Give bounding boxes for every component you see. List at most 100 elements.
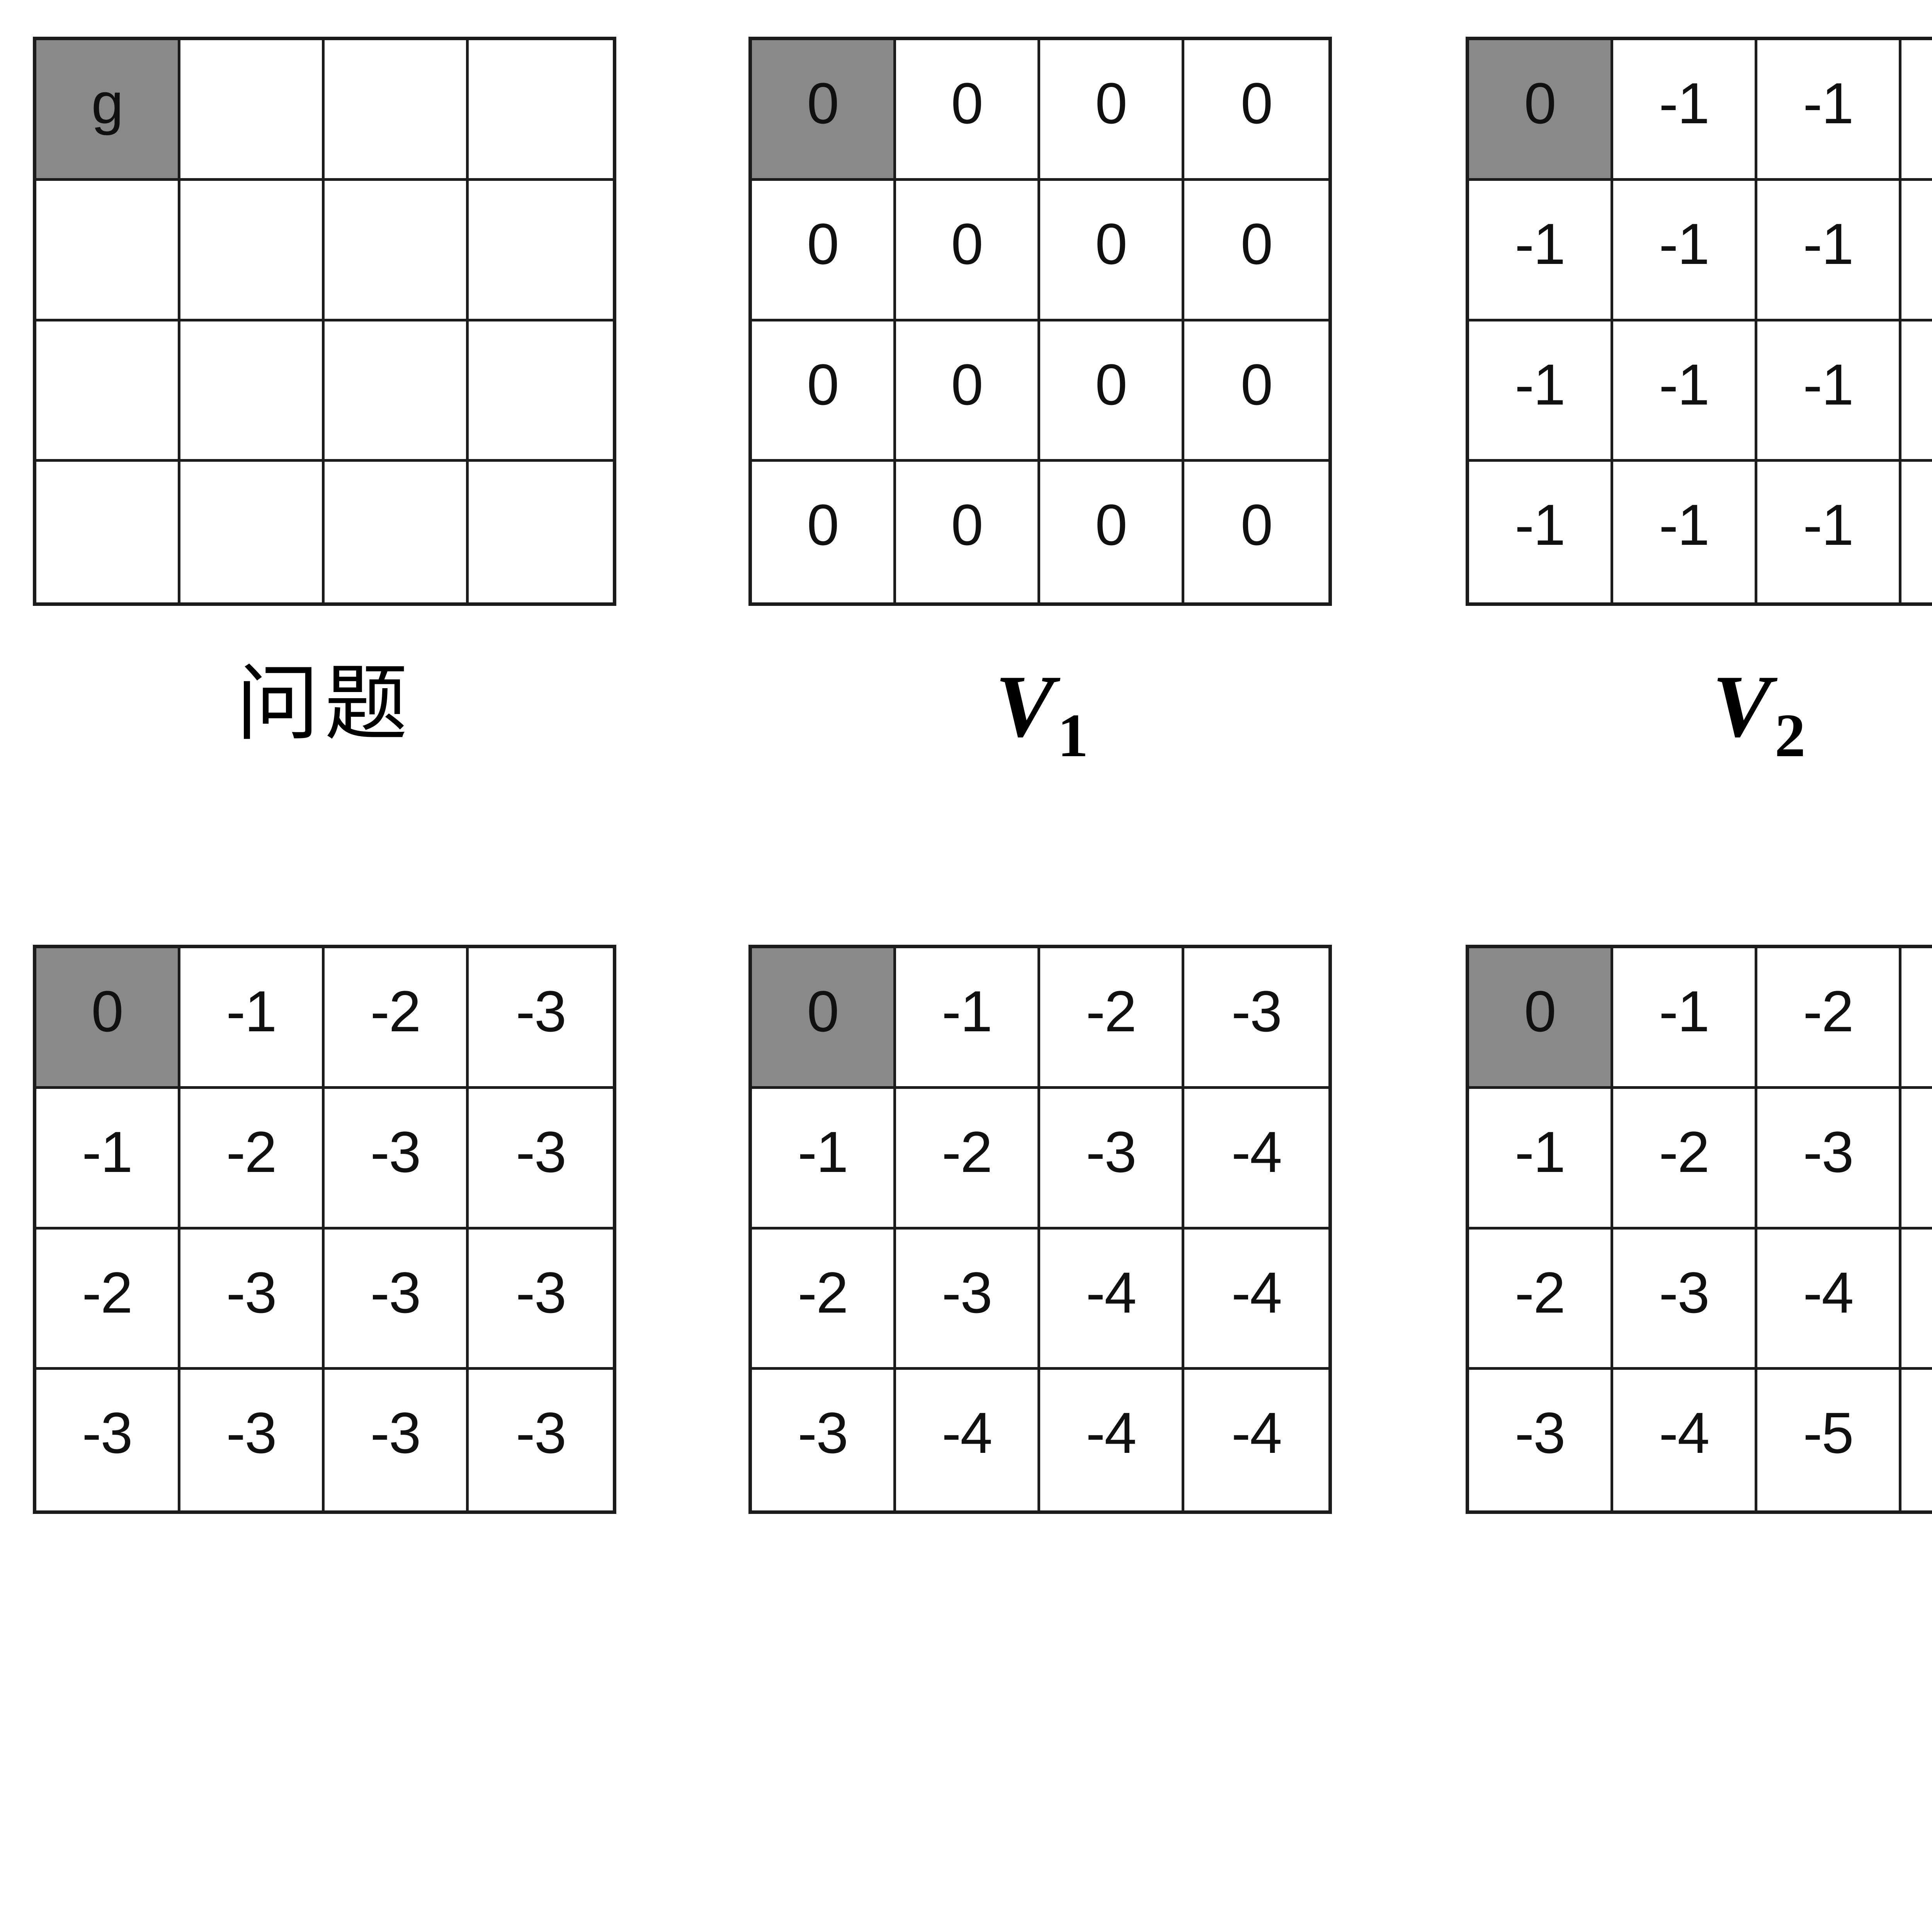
grid-cell: -2 — [36, 1229, 180, 1370]
grid-cell: 0 — [896, 180, 1040, 321]
cell-value: -2 — [1659, 1119, 1709, 1184]
grid-cell: -4 — [1184, 1088, 1328, 1230]
cell-value: -1 — [1515, 352, 1565, 417]
grid-cell: 0 — [752, 321, 896, 462]
grid-cell: -4 — [896, 1370, 1040, 1510]
grid-cell: -1 — [1613, 948, 1757, 1089]
cell-value: 0 — [91, 979, 123, 1044]
grid-cell: 0 — [1184, 321, 1328, 462]
caption-base: V — [995, 657, 1054, 755]
grid-cell: -1 — [1469, 321, 1613, 462]
cell-value: -3 — [370, 1119, 421, 1184]
cell-value: -3 — [515, 1400, 566, 1466]
grid-cell-goal: g — [36, 40, 180, 181]
panel-caption-v2: V2 — [1466, 662, 1932, 767]
panel-v6: 0-1-2-3-1-2-3-4-2-3-4-5-3-4-5-5V6 — [1466, 945, 1932, 1514]
grid-cell: -1 — [180, 948, 325, 1089]
grid-cell: -3 — [180, 1229, 325, 1370]
cell-value: -4 — [942, 1400, 992, 1466]
grid-cell: -4 — [1184, 1370, 1328, 1510]
cell-value: -1 — [1515, 492, 1565, 558]
cell-value: 0 — [807, 352, 839, 417]
grid-cell: -2 — [180, 1088, 325, 1230]
grid-cell: -2 — [1757, 948, 1901, 1089]
grid-v5: 0-1-2-3-1-2-3-4-2-3-4-4-3-4-4-4 — [748, 945, 1332, 1514]
grid-cell-goal: 0 — [1469, 40, 1613, 181]
grid-cell: -4 — [1613, 1370, 1757, 1510]
cell-value: -3 — [226, 1260, 277, 1325]
cell-value: 0 — [1524, 979, 1556, 1044]
grid-cell: -1 — [1757, 180, 1901, 321]
cell-value: -4 — [1659, 1400, 1709, 1466]
cell-value: -3 — [942, 1260, 992, 1325]
cell-value: -3 — [798, 1400, 848, 1466]
grid-cell: -3 — [896, 1229, 1040, 1370]
cell-value: -4 — [1231, 1400, 1282, 1466]
grid-cell: -1 — [896, 948, 1040, 1089]
grid-cell: -1 — [1757, 321, 1901, 462]
cell-value: -5 — [1803, 1400, 1854, 1466]
cell-value: -3 — [1803, 1119, 1854, 1184]
cell-value: -1 — [1515, 211, 1565, 276]
grid-cell: -3 — [325, 1370, 469, 1510]
grid-cell: -2 — [896, 1088, 1040, 1230]
grid-problem: g — [33, 37, 616, 606]
grid-cell — [36, 321, 180, 462]
grid-cell: -3 — [469, 1088, 613, 1230]
grid-cell: -1 — [36, 1088, 180, 1230]
cell-value: -3 — [1086, 1119, 1136, 1184]
cell-value: -1 — [1659, 211, 1709, 276]
grid-cell: -1 — [1901, 462, 1932, 602]
grid-cell-goal: 0 — [36, 948, 180, 1089]
grid-cell — [36, 462, 180, 602]
grid-v6: 0-1-2-3-1-2-3-4-2-3-4-5-3-4-5-5 — [1466, 945, 1932, 1514]
grid-cell: -2 — [1613, 1088, 1757, 1230]
grid-cell-goal: 0 — [1469, 948, 1613, 1089]
grid-cell: 0 — [1040, 40, 1184, 181]
caption-text: 问题 — [236, 655, 413, 752]
grid-cell: -1 — [1757, 462, 1901, 602]
panel-caption-v1: V1 — [748, 662, 1332, 767]
cell-value: -3 — [370, 1260, 421, 1325]
cell-value: -2 — [1515, 1260, 1565, 1325]
grid-cell: 0 — [1184, 462, 1328, 602]
cell-value: -2 — [942, 1119, 992, 1184]
grid-cell: -4 — [1184, 1229, 1328, 1370]
cell-value: 0 — [1095, 492, 1127, 558]
grid-cell: -1 — [1757, 40, 1901, 181]
grid-cell — [325, 321, 469, 462]
grid-cell: -1 — [1901, 321, 1932, 462]
grid-cell: -1 — [1469, 462, 1613, 602]
cell-value: -3 — [1659, 1260, 1709, 1325]
grid-cell: -3 — [1613, 1229, 1757, 1370]
caption-subscript: 1 — [1057, 701, 1088, 770]
grid-cell — [325, 40, 469, 181]
panel-v5: 0-1-2-3-1-2-3-4-2-3-4-4-3-4-4-4V5 — [748, 945, 1332, 1514]
cell-value: -1 — [1803, 211, 1854, 276]
cell-value: -1 — [1659, 352, 1709, 417]
grid-cell — [469, 462, 613, 602]
panel-v2: 0-1-1-1-1-1-1-1-1-1-1-1-1-1-1-1V2 — [1466, 37, 1932, 766]
caption-base: V — [1712, 657, 1772, 755]
grid-cell-goal: 0 — [752, 40, 896, 181]
grid-cell: -3 — [1184, 948, 1328, 1089]
cell-value: -3 — [515, 1119, 566, 1184]
cell-value: -1 — [1803, 492, 1854, 558]
grid-cell — [180, 40, 325, 181]
grid-v2: 0-1-1-1-1-1-1-1-1-1-1-1-1-1-1-1 — [1466, 37, 1932, 606]
cell-value: 0 — [1240, 352, 1273, 417]
grid-cell: -3 — [1469, 1370, 1613, 1510]
cell-value: -1 — [1515, 1119, 1565, 1184]
grid-cell: -2 — [1040, 948, 1184, 1089]
grid-cell: 0 — [1184, 180, 1328, 321]
grid-cell: -3 — [469, 1370, 613, 1510]
cell-value: -3 — [1231, 979, 1282, 1044]
cell-value: 0 — [1240, 71, 1273, 136]
cell-value: 0 — [951, 492, 983, 558]
cell-value: -1 — [82, 1119, 133, 1184]
cell-value: 0 — [1095, 71, 1127, 136]
grid-cell — [469, 180, 613, 321]
grid-cell: 0 — [896, 462, 1040, 602]
grid-cell: -1 — [752, 1088, 896, 1230]
cell-value: g — [91, 71, 123, 136]
